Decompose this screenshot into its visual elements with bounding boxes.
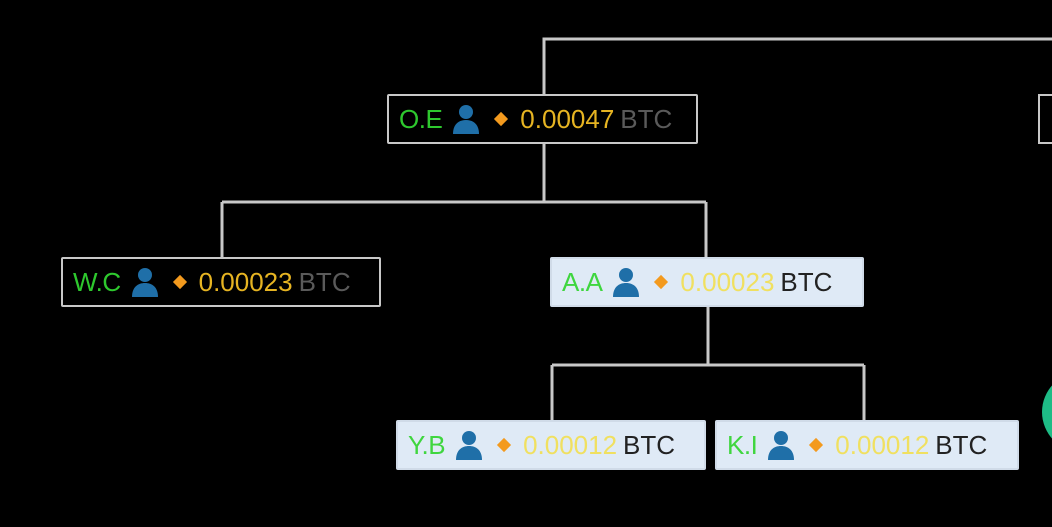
tree-node-offscreen[interactable] <box>1038 94 1052 144</box>
node-unit: BTC <box>620 103 673 134</box>
diamond-icon <box>494 111 509 127</box>
diamond-icon <box>809 437 824 453</box>
user-icon <box>768 431 795 460</box>
diamond-icon <box>654 274 669 290</box>
node-unit: BTC <box>780 266 833 297</box>
tree-node-ki[interactable]: K.I 0.00012 BTC <box>715 420 1019 470</box>
node-amount: 0.00023 <box>680 266 775 297</box>
user-icon <box>456 431 483 460</box>
tree-node-wc[interactable]: W.C 0.00023 BTC <box>61 257 381 307</box>
tree-node-aa[interactable]: A.A 0.00023 BTC <box>550 257 864 307</box>
node-amount: 0.00023 <box>198 266 293 297</box>
node-amount: 0.00047 <box>520 103 615 134</box>
node-name: Y.B <box>408 429 446 460</box>
diamond-icon <box>496 437 512 453</box>
node-name: O.E <box>399 103 443 134</box>
node-amount: 0.00012 <box>523 429 618 460</box>
floating-action-button[interactable] <box>1042 372 1052 452</box>
tree-node-oe[interactable]: O.E 0.00047 BTC <box>387 94 698 144</box>
user-icon <box>131 268 158 297</box>
node-name: W.C <box>73 266 121 297</box>
node-name: K.I <box>727 429 758 460</box>
user-icon <box>453 105 480 134</box>
tree-node-yb[interactable]: Y.B 0.00012 BTC <box>396 420 706 470</box>
diamond-icon <box>172 274 187 290</box>
node-name: A.A <box>562 266 603 297</box>
node-unit: BTC <box>935 429 988 460</box>
node-unit: BTC <box>623 429 676 460</box>
node-amount: 0.00012 <box>835 429 930 460</box>
user-icon <box>613 268 640 297</box>
connector-root-oe <box>542 37 1052 94</box>
node-unit: BTC <box>298 266 351 297</box>
